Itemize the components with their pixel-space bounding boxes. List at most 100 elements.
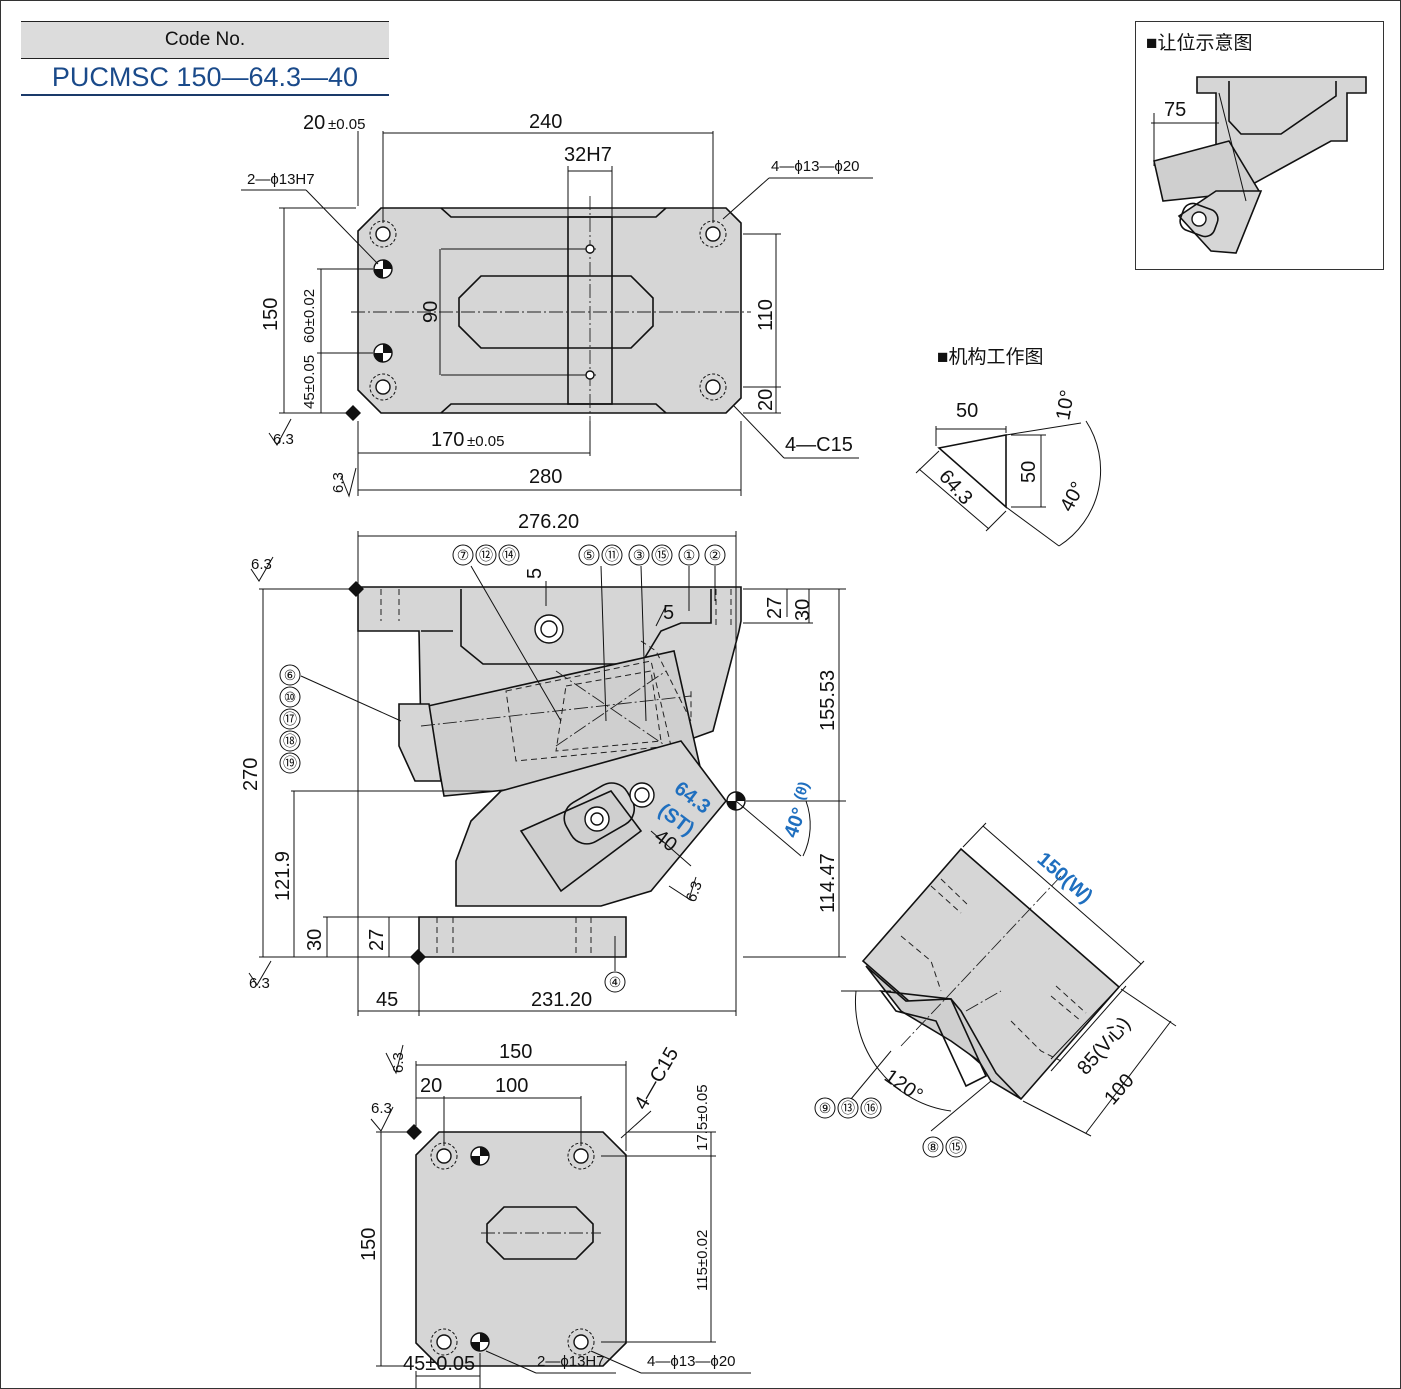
inset-title: ■让位示意图 bbox=[1146, 33, 1253, 54]
front-view: 276.20 5 5 27 30 155.53 270 121.9 30 27 … bbox=[240, 511, 846, 1016]
mech-50b: 50 bbox=[1018, 461, 1040, 483]
dim-170-tol: ±0.05 bbox=[467, 433, 504, 450]
dim-30: 30 bbox=[792, 599, 814, 621]
dim-110: 110 bbox=[755, 299, 777, 331]
dim-30b: 30 bbox=[304, 929, 326, 951]
callout-circle: ⑱ bbox=[283, 733, 297, 749]
dim-20-right: 20 bbox=[755, 389, 777, 411]
label-chamfer: 4—C15 bbox=[785, 434, 853, 456]
top-view: 20 ±0.05 240 32H7 4—ϕ13—ϕ20 2—ϕ13H7 150 … bbox=[241, 111, 873, 498]
callout-circle: ⑩ bbox=[284, 689, 297, 705]
bottom-slot bbox=[486, 1206, 594, 1260]
dim-270: 270 bbox=[240, 758, 262, 791]
code-value: PUCMSC 150—64.3—40 bbox=[21, 58, 389, 96]
pin-hole bbox=[373, 343, 393, 363]
mechanism-diagram: 50 10° 50 64.3 40° bbox=[915, 388, 1102, 547]
base-plate bbox=[418, 916, 627, 958]
dim-45f: 45 bbox=[376, 989, 398, 1011]
callout-circle: ⑧ bbox=[927, 1139, 940, 1155]
callout-circle: ⑨ bbox=[819, 1100, 832, 1116]
roughness-4: 6.3 bbox=[249, 975, 270, 992]
dim-32h7: 32H7 bbox=[564, 144, 612, 166]
roughness-7: 6.3 bbox=[371, 1100, 392, 1117]
dim-5a: 5 bbox=[524, 568, 546, 579]
roughness-1: 6.3 bbox=[273, 431, 294, 448]
side-knob bbox=[398, 703, 442, 782]
label-pin-holes-b: 2—ϕ13H7 bbox=[537, 1353, 605, 1370]
pin-hole bbox=[373, 259, 393, 279]
dim-tol: ±0.05 bbox=[328, 116, 365, 133]
dim-45b: 45±0.05 bbox=[403, 1353, 475, 1375]
roughness-5: 6.3 bbox=[683, 879, 706, 904]
mech-40: 40° bbox=[1056, 478, 1090, 515]
dim-5b: 5 bbox=[663, 602, 674, 624]
label-chamfer-b: 4—C15 bbox=[630, 1044, 683, 1114]
callout-group: ⑦ ⑫ ⑭ ⑤ ⑪ ③ ⑮ ① ② ⑥ ⑩ ⑰ ⑱ ⑲ ④ bbox=[279, 544, 726, 993]
callout-circle: ⑥ bbox=[284, 667, 297, 683]
dim-20b: 20 bbox=[420, 1075, 442, 1097]
bottom-plate bbox=[415, 1131, 627, 1367]
hole bbox=[369, 373, 397, 401]
side-view: 150(W) 85(V心) 100 120° ⑨ ⑬ ⑯ ⑧ ⑮ bbox=[814, 822, 1177, 1158]
callout-group: ⑨ ⑬ ⑯ ⑧ ⑮ bbox=[814, 1097, 967, 1158]
hole bbox=[567, 1328, 595, 1356]
dim-276: 276.20 bbox=[518, 511, 579, 533]
side-100: 100 bbox=[1100, 1070, 1138, 1110]
dim-20: 20 bbox=[303, 112, 325, 134]
roughness-2: 6.3 bbox=[330, 472, 347, 493]
callout-circle: ⑫ bbox=[479, 547, 493, 563]
callout-circle: ⑤ bbox=[583, 547, 596, 563]
angle-value: 40° bbox=[780, 805, 811, 841]
side-angle: 120° bbox=[880, 1065, 927, 1107]
dim-121: 121.9 bbox=[272, 851, 294, 901]
inset-frame: ■让位示意图 bbox=[1135, 21, 1384, 270]
inset-75: 75 bbox=[1164, 99, 1186, 121]
dim-27b: 27 bbox=[366, 929, 388, 951]
callout-circle: ④ bbox=[609, 974, 622, 990]
callout-circle: ⑪ bbox=[605, 547, 619, 563]
pin-hole bbox=[470, 1146, 490, 1166]
roughness-6: 6.3 bbox=[390, 1052, 407, 1073]
hole bbox=[430, 1328, 458, 1356]
callout-circle: ⑭ bbox=[502, 547, 516, 563]
callout-circle: ⑮ bbox=[655, 547, 669, 563]
dim-90: 90 bbox=[420, 301, 442, 323]
dim-115: 115±0.02 bbox=[694, 1230, 711, 1291]
callout-circle: ⑮ bbox=[949, 1139, 963, 1155]
callout-circle: ③ bbox=[633, 547, 646, 563]
dim-150b: 150 bbox=[499, 1041, 532, 1063]
dim-45: 45±0.05 bbox=[301, 355, 318, 409]
dim-150: 150 bbox=[260, 298, 282, 331]
top-plate bbox=[357, 207, 742, 414]
slot-opening bbox=[458, 275, 654, 349]
callout-circle: ⑲ bbox=[283, 755, 297, 771]
label-holes-b: 4—ϕ13—ϕ20 bbox=[647, 1353, 736, 1370]
mech-10: 10° bbox=[1052, 388, 1079, 422]
dim-114: 114.47 bbox=[817, 853, 839, 913]
dim-175: 17.5±0.05 bbox=[694, 1084, 711, 1151]
mechanism-title: ■机构工作图 bbox=[937, 347, 1044, 368]
dim-155: 155.53 bbox=[817, 670, 839, 731]
dim-170: 170 bbox=[431, 429, 464, 451]
mech-50a: 50 bbox=[956, 400, 978, 422]
dim-150v: 150 bbox=[358, 1228, 380, 1261]
callout-circle: ⑬ bbox=[841, 1100, 855, 1116]
angle-theta: (θ) bbox=[791, 780, 813, 803]
dim-280: 280 bbox=[529, 466, 562, 488]
dim-240: 240 bbox=[529, 111, 562, 133]
guide-block bbox=[519, 790, 643, 893]
inset-diagram: 75 bbox=[1151, 76, 1367, 254]
dim-231: 231.20 bbox=[531, 989, 592, 1011]
callout-circle: ⑦ bbox=[457, 547, 470, 563]
label-holes: 4—ϕ13—ϕ20 bbox=[771, 158, 860, 175]
dim-100b: 100 bbox=[495, 1075, 528, 1097]
hole bbox=[699, 373, 727, 401]
dim-60: 60±0.02 bbox=[301, 289, 318, 343]
bottom-view: 150 20 100 4—C15 17.5±0.05 150 115±0.02 … bbox=[358, 1041, 751, 1388]
callout-circle: ⑰ bbox=[283, 711, 297, 727]
pin-hole bbox=[470, 1332, 490, 1352]
roughness-3: 6.3 bbox=[251, 556, 272, 573]
dim-27: 27 bbox=[764, 597, 786, 619]
